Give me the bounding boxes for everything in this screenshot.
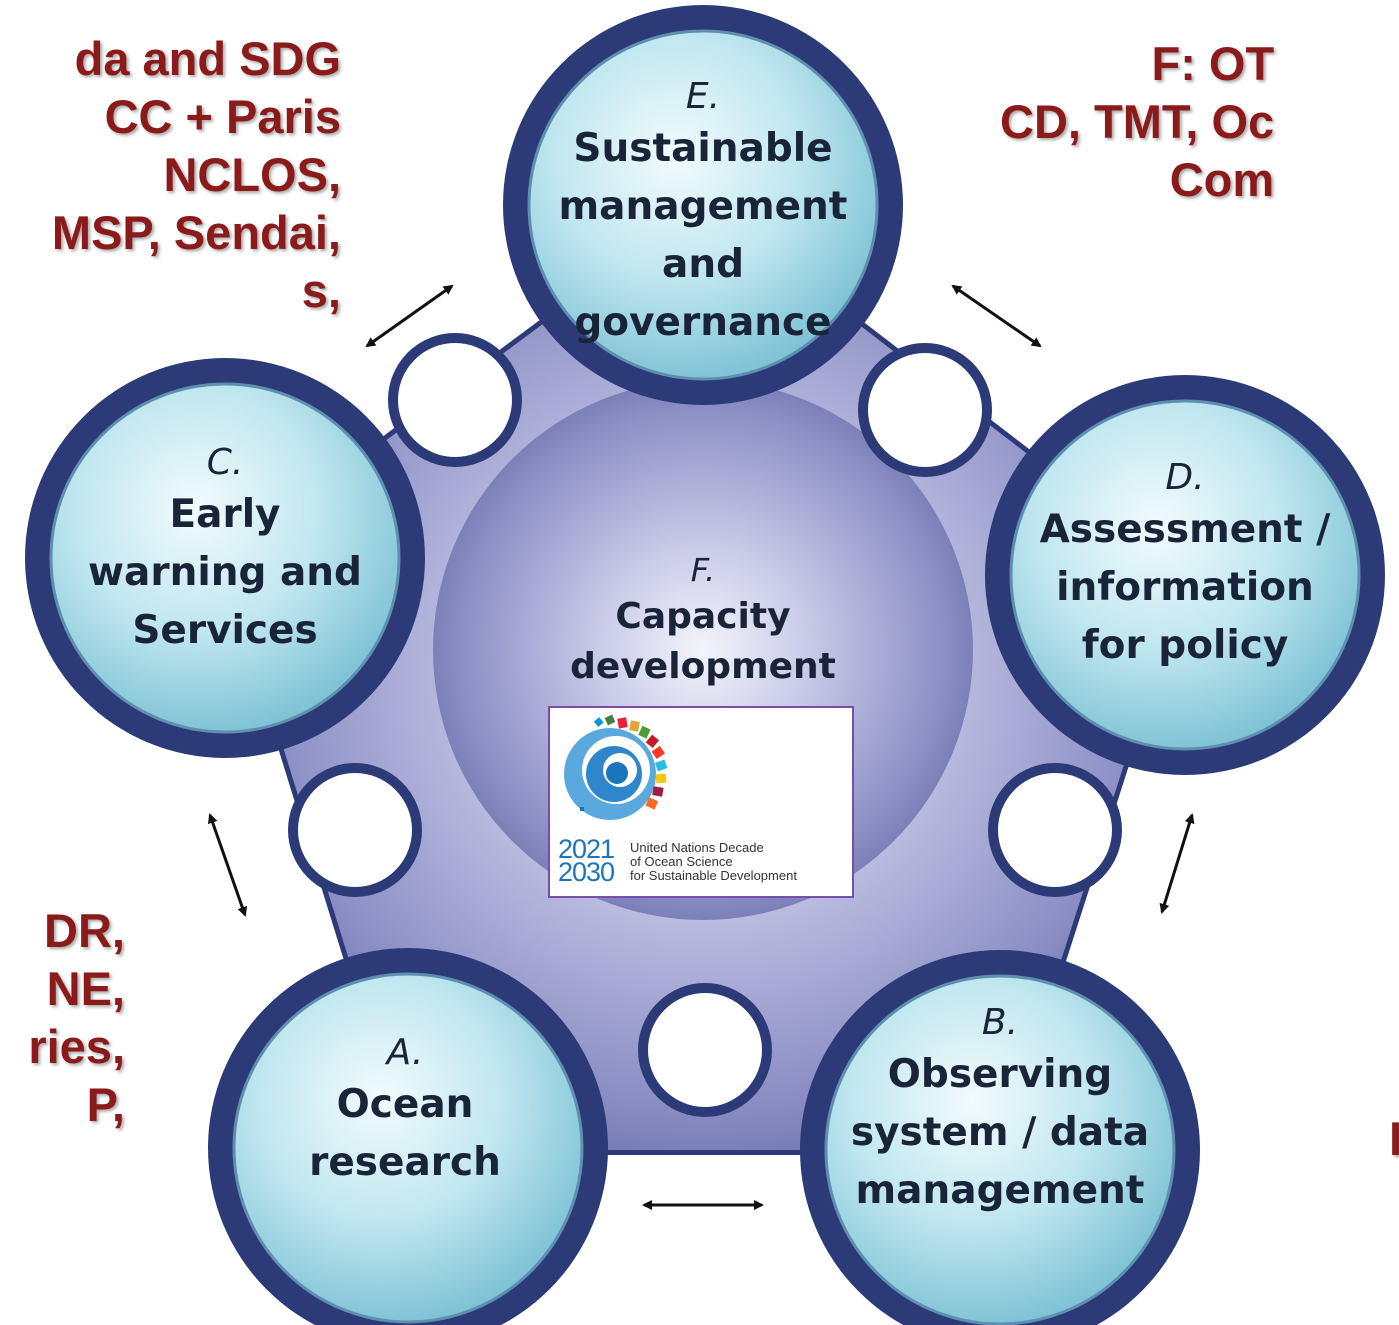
text-fragment-bottom-left: DR, NE, ries, P, (28, 902, 125, 1134)
logo-caption: United Nations Decade of Ocean Science f… (630, 841, 797, 883)
hub-title-line: warning and (88, 550, 362, 595)
notch-ca (288, 763, 422, 897)
hub-label-e: E. Sustainable management and governance (530, 74, 876, 352)
logo-year: 2021 (558, 834, 615, 864)
hub-letter: C. (206, 442, 244, 483)
logo-years: 2021 2030 (558, 834, 615, 887)
hub-title-line: Services (132, 608, 318, 653)
hub-letter: B. (981, 1002, 1019, 1043)
hub-title-line: research (309, 1140, 501, 1185)
hub-letter: E. (685, 76, 721, 117)
logo-caption-line: for Sustainable Development (630, 868, 797, 883)
logo-caption-line: United Nations Decade (630, 840, 764, 855)
hub-title-line: Ocean (336, 1082, 474, 1127)
fragment-line: F: OT (1151, 37, 1275, 90)
fragment-line: ries, (28, 1020, 125, 1073)
double-arrow-icon (207, 813, 248, 917)
hub-title-line: Assessment / (1039, 507, 1331, 552)
notch-ab (638, 983, 772, 1117)
hub-label-b: B. Observing system / data management (830, 1000, 1170, 1220)
hub-title-line: management (558, 184, 848, 229)
hub-title-line: Capacity (615, 596, 791, 637)
fragment-line: Com (1169, 153, 1275, 206)
notch-ec (388, 333, 522, 467)
notch-db (988, 763, 1122, 897)
fragment-line: s, (301, 264, 341, 317)
logo-year: 2030 (558, 857, 615, 887)
hub-label-d: D. Assessment / information for policy (1020, 455, 1350, 675)
hub-letter: A. (386, 1032, 424, 1073)
double-arrow-icon (951, 284, 1042, 348)
fragment-line: CC + Paris (104, 90, 341, 143)
text-fragment-bottom-right: I (1389, 1110, 1399, 1168)
double-arrow-icon (365, 284, 454, 348)
ocean-swirl-icon (564, 714, 668, 820)
hub-label-c: C. Early warning and Services (60, 440, 390, 660)
hub-title-line: Early (169, 492, 281, 537)
notch-ed (858, 343, 992, 477)
hub-title-line: system / data (850, 1110, 1150, 1155)
text-fragment-top-right: F: OT CD, TMT, Oc Com (1000, 35, 1274, 209)
hub-title-line: for policy (1081, 623, 1289, 668)
fragment-line: P, (86, 1078, 125, 1131)
un-ocean-decade-logo: 2021 2030 United Nations Decade of Ocean… (548, 706, 854, 898)
hub-title-line: development (570, 646, 836, 687)
hub-label-f: F. Capacity development (530, 548, 876, 692)
logo-caption-line: of Ocean Science (630, 854, 733, 869)
double-arrow-icon (1159, 813, 1195, 914)
fragment-line: da and SDG (74, 32, 341, 85)
fragment-line: NCLOS, (163, 148, 341, 201)
hub-title-line: management (855, 1168, 1145, 1213)
fragment-line: CD, TMT, Oc (1000, 95, 1275, 148)
hub-title-line: and (662, 242, 744, 287)
hub-title-line: information (1056, 565, 1314, 610)
fragment-line: NE, (46, 962, 125, 1015)
text-fragment-top-left: da and SDG CC + Paris NCLOS, MSP, Sendai… (52, 30, 341, 320)
hub-letter: D. (1165, 457, 1205, 498)
hub-label-a: A. Ocean research (245, 1030, 565, 1192)
fragment-line: MSP, Sendai, (51, 206, 341, 259)
hub-title-line: Sustainable (573, 126, 833, 171)
hub-circle-c (25, 358, 425, 758)
hub-title-line: governance (574, 300, 832, 345)
fragment-line: DR, (44, 904, 125, 957)
hub-letter: F. (690, 551, 716, 589)
hub-circle-a (208, 948, 608, 1325)
hub-title-line: Observing (887, 1052, 1113, 1097)
fragment-line: I (1389, 1112, 1399, 1165)
hub-circle-b (800, 950, 1200, 1325)
hub-circle-e (503, 5, 903, 405)
hub-circle-d (985, 375, 1385, 775)
